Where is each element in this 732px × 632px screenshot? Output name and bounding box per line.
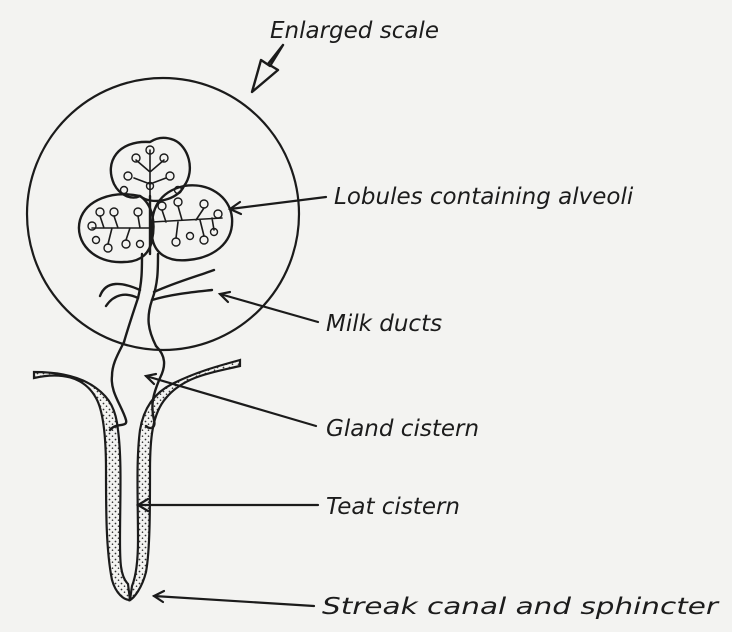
label-lobules: Lobules containing alveoli	[334, 184, 634, 210]
right-lobule	[152, 185, 232, 260]
milk-ducts	[100, 254, 214, 346]
lobules	[79, 138, 232, 262]
teat-wall	[34, 360, 240, 600]
label-gland-cistern: Gland cistern	[326, 416, 479, 442]
label-streak-canal: Streak canal and sphincter	[322, 594, 720, 620]
label-teat-cistern: Teat cistern	[326, 494, 460, 520]
alveoli	[88, 146, 222, 252]
enlarged-scale-arrow	[252, 45, 283, 92]
label-milk-ducts: Milk ducts	[326, 311, 442, 337]
label-enlarged-scale: Enlarged scale	[270, 18, 439, 44]
